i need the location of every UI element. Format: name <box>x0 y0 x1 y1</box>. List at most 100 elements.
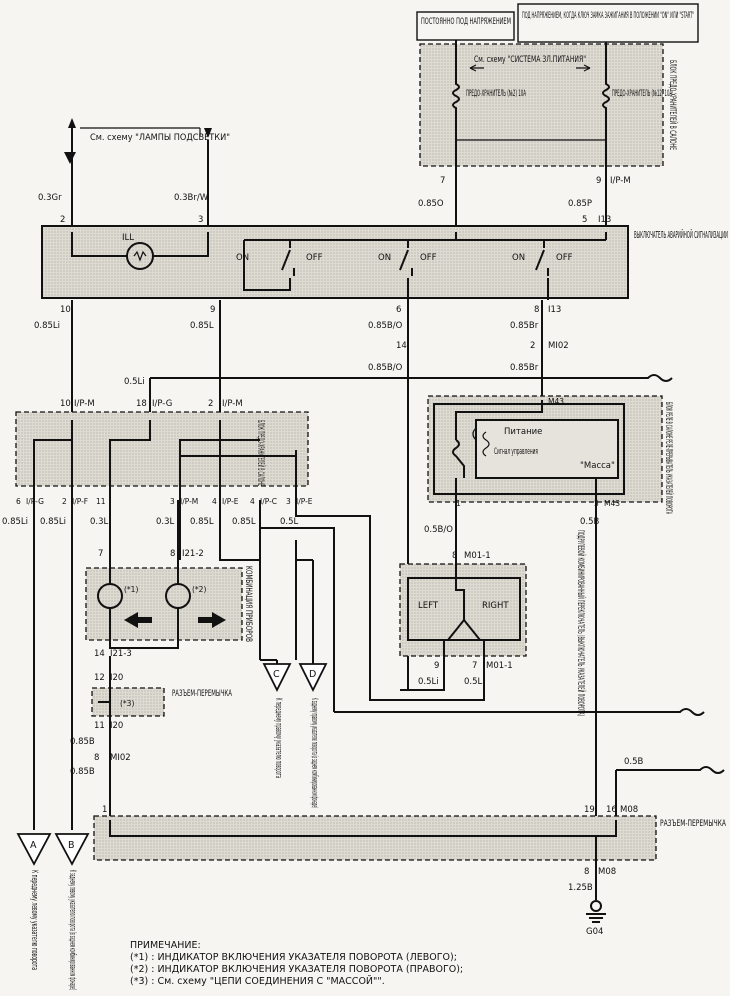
ind2-label: (*2) <box>192 585 206 594</box>
see-lamps-ref: См. схему "ЛАМПЫ ПОДСВЕТКИ" <box>90 133 230 143</box>
pin-label: 10 <box>60 305 71 315</box>
fuse-box-top <box>419 43 664 167</box>
wire-label: 0.3Li <box>90 517 111 527</box>
pin-label: 7 <box>472 661 477 671</box>
dest-c: К переднему правому указателю поворота <box>273 698 283 778</box>
pin-label: 7 <box>98 549 103 559</box>
pin-label: M01-1 <box>464 551 491 561</box>
bottom-connector-label: РАЗЪЕМ-ПЕРЕМЫЧКА <box>660 819 726 829</box>
ground-label: G04 <box>586 927 603 937</box>
pin-label: 19 <box>584 805 595 815</box>
pin-label: M08 <box>598 867 616 877</box>
right-arrow-icon <box>198 612 226 628</box>
pin-label: 11 <box>96 497 106 506</box>
arrow-b <box>54 833 90 866</box>
wire-label: 0.5Li <box>124 377 145 387</box>
pin-label: I13 <box>598 215 611 225</box>
notes: ПРИМЕЧАНИЕ: (*1) : ИНДИКАТОР ВКЛЮЧЕНИЯ У… <box>130 940 550 988</box>
pin-label: 2 <box>62 497 67 506</box>
hazard-switch-label: ВЫКЛЮЧАТЕЛЬ АВАРИЙНОЙ СИГНАЛИЗАЦИИ <box>634 229 728 241</box>
pin-label: 6 <box>396 305 401 315</box>
arrow-a <box>16 833 52 866</box>
wire-label: 0.5B <box>624 757 644 767</box>
pin-label: 18 <box>136 399 147 409</box>
svg-text:OFF: OFF <box>306 253 323 263</box>
svg-text:OFF: OFF <box>420 253 437 263</box>
pin-label: 9 <box>210 305 215 315</box>
pin-label: 3 <box>170 497 175 506</box>
see-power-ref: См. схему "СИСТЕМА ЗЛ.ПИТАНИЯ" <box>474 55 586 65</box>
pin-label: 7 <box>440 176 445 186</box>
pin-label: 8 <box>170 549 175 559</box>
pin-label: 10 <box>60 399 71 409</box>
multi-switch-label: ПОДРУЛЕВОЙ КОМБИНИРОВАННЫЙ ПЕРЕКЛЮЧАТЕЛЬ… <box>575 530 587 716</box>
pin-label: I21-3 <box>110 649 132 659</box>
relay-power-label: Питание <box>504 427 542 437</box>
pin-label: 14 <box>94 649 105 659</box>
fuse-box-mid-label: БЛОК ПРЕДО-ХРАНИТЕЛЕЙ В САЛОНЕ <box>255 420 267 486</box>
ill-label: ILL <box>122 233 134 243</box>
svg-text:OFF: OFF <box>556 253 573 263</box>
note-3: (*3) : См. схему "ЦЕПИ СОЕДИНЕНИЯ С "МАС… <box>130 976 385 987</box>
wire-label: 0.5B/O <box>424 525 453 535</box>
wire-label: 0.85Li <box>40 517 66 527</box>
wire-label: 0.85B <box>70 737 95 747</box>
pin-label: 2 <box>530 341 535 351</box>
pin-label: I/P-E <box>296 497 313 506</box>
svg-text:ON: ON <box>378 253 391 263</box>
pin-label: I/P-M <box>610 176 631 186</box>
fuse-box-top-label: БЛОК ПРЕДО-ХРАНИТЕЛЕЙ В САЛОНЕ <box>667 60 679 150</box>
relay-signal-label: Сигнал управления <box>494 447 538 457</box>
pin-label: I20 <box>110 721 123 731</box>
wire-label: 1.25B <box>568 883 593 893</box>
note-1: (*1) : ИНДИКАТОР ВКЛЮЧЕНИЯ УКАЗАТЕЛЯ ПОВ… <box>130 952 457 963</box>
pin-label: 8 <box>94 753 99 763</box>
svg-text:ПОСТОЯННО ПОД НАПРЯЖЕНИЕМ: ПОСТОЯННО ПОД НАПРЯЖЕНИЕМ <box>421 17 511 27</box>
pin-label: M08 <box>620 805 638 815</box>
pin-label: 1 <box>102 805 107 815</box>
pin-label: I21-2 <box>182 549 204 559</box>
wire-label: 0.85Br <box>510 321 539 331</box>
svg-text:ПОД НАПРЯЖЕНИЕМ, КОГДА КЛЮЧ ЗА: ПОД НАПРЯЖЕНИЕМ, КОГДА КЛЮЧ ЗАМКА ЗАЖИГА… <box>522 11 694 21</box>
wire-label: 0.85O <box>418 199 444 209</box>
arrow-c-label: C <box>273 669 280 680</box>
wire-label: 0.85B/O <box>368 321 403 331</box>
pin-label: 2 <box>208 399 213 409</box>
wire-label: 0.5L <box>280 517 299 527</box>
bottom-connector <box>93 815 657 861</box>
pin-label: I/P-F <box>72 497 88 506</box>
ind1-label: (*1) <box>124 585 138 594</box>
wire-label: 0.3L <box>156 517 175 527</box>
pin-label: MI02 <box>548 341 569 351</box>
wire-label: 0.85Li <box>2 517 28 527</box>
hazard-contact-3: ON OFF <box>512 240 573 276</box>
left-label: LEFT <box>418 601 439 611</box>
pin-label: I/P-M <box>180 497 198 506</box>
svg-text:ON: ON <box>512 253 525 263</box>
pin-label: 8 <box>534 305 539 315</box>
hazard-switch-box <box>41 225 629 299</box>
jumper-label: РАЗЪЕМ-ПЕРЕМЫЧКА <box>172 689 232 699</box>
pin-label: I13 <box>548 305 561 315</box>
note-2: (*2) : ИНДИКАТОР ВКЛЮЧЕНИЯ УКАЗАТЕЛЯ ПОВ… <box>130 964 464 975</box>
pin-label: 2 <box>60 215 65 225</box>
wire-label: 0.85L <box>190 321 214 331</box>
cluster-label: КОМБИНАЦИЯ ПРИБОРОВ <box>243 566 253 642</box>
header-const-power: ПОСТОЯННО ПОД НАПРЯЖЕНИЕМ <box>416 11 515 41</box>
fuse-2 <box>452 40 460 166</box>
pin-label: 1 <box>456 499 461 508</box>
jumper-connector-i20 <box>91 687 165 717</box>
pin-label: I/P-M <box>222 399 243 409</box>
pin-label: I/P-G <box>152 399 172 409</box>
pin-label: 8 <box>452 551 457 561</box>
wire-label: 0.85L <box>190 517 214 527</box>
hazard-contact-1: ON OFF <box>236 240 323 276</box>
wire-label: 0.5Li <box>418 677 439 687</box>
fuse-box-mid <box>15 411 309 487</box>
ground-icon <box>586 900 606 923</box>
pin-label: I/P-M <box>74 399 95 409</box>
arrow-b-label: B <box>68 840 75 851</box>
notes-title: ПРИМЕЧАНИЕ: <box>130 940 201 951</box>
wire-label: 0.85Br <box>510 363 539 373</box>
